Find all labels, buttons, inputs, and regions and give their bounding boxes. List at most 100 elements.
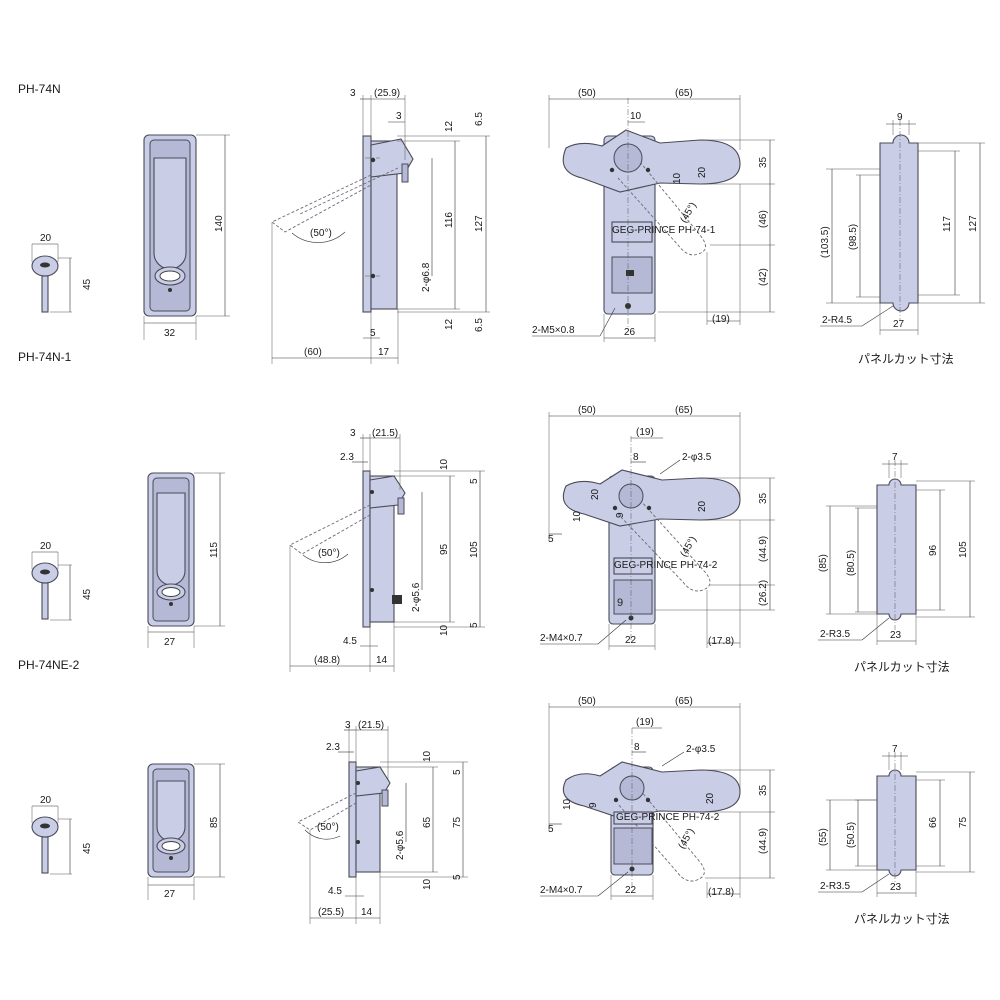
rear-d5: 5 [548, 534, 554, 545]
side-top-b: (21.5) [358, 720, 384, 731]
rear-angle: (45°) [679, 535, 699, 559]
rear-d19: (19) [712, 314, 730, 325]
key-height-dim: 45 [82, 842, 93, 854]
side-r5: 10 [439, 624, 450, 636]
side-r4: 127 [474, 215, 485, 232]
side-angle: (50°) [310, 228, 332, 239]
rear-top: 10 [630, 111, 642, 122]
front-view: 32 140 [143, 134, 230, 340]
front-width-dim: 32 [164, 328, 176, 339]
model-title-ph-74n: PH-74N [18, 82, 61, 96]
rear-top2: 8 [634, 742, 640, 753]
rear-hole: 2-φ3.5 [682, 452, 712, 463]
cut-radius: 2-R3.5 [820, 881, 850, 892]
panel-cut-caption-1: パネルカット寸法 [858, 352, 954, 366]
side-r1: 12 [444, 120, 455, 132]
rear-d10: 10 [672, 172, 683, 184]
section-ph-74ne-2: 20 45 27 85 (50° [31, 696, 975, 924]
cut-h4: 127 [968, 215, 979, 232]
rear-view: GEG-PRINCE PH-74-1 (50) (65) 10 35 20 10… [532, 88, 775, 342]
front-height-dim: 85 [209, 816, 220, 828]
rear-left: (50) [578, 88, 596, 99]
side-top-a: 3 [345, 720, 351, 731]
cut-h1: (85) [818, 554, 829, 572]
side-r2: 5 [469, 478, 480, 484]
side-b1: 4.5 [328, 886, 342, 897]
rear-top2: 8 [633, 452, 639, 463]
cut-width: 23 [890, 882, 902, 893]
key-width-dim: 20 [40, 541, 52, 552]
panel-cut-view: 7 (85) (80.5) 96 105 2-R3.5 23 [818, 452, 975, 645]
side-r6: 5 [452, 874, 463, 880]
cut-width: 23 [890, 630, 902, 641]
rear-d20: 20 [697, 166, 708, 178]
rear-angle: (45°) [679, 201, 699, 225]
section-ph-74n: 20 45 32 140 [31, 88, 985, 364]
rear-view: 9 GEG-PRINCE PH-74-2 (50) (65) (19) 8 2-… [540, 405, 775, 650]
model-title-ph-74ne-2: PH-74NE-2 [18, 658, 80, 672]
side-b1: 5 [370, 328, 376, 339]
rear-d9: 9 [588, 802, 599, 808]
cut-top: 9 [897, 112, 903, 123]
rear-plate: GEG-PRINCE PH-74-1 [612, 225, 716, 236]
side-r3: 116 [444, 212, 455, 228]
side-view: (50°) 3 (21.5) 2.3 10 5 65 75 10 5 2-φ5.… [297, 720, 468, 924]
rear-screw: 2-M5×0.8 [532, 325, 575, 336]
rear-plate: GEG-PRINCE PH-74-2 [614, 560, 718, 571]
side-r3: 95 [439, 543, 450, 555]
cut-h1: (55) [818, 828, 829, 846]
rear-left: (50) [578, 405, 596, 416]
front-width-dim: 27 [164, 889, 176, 900]
key-height-dim: 45 [82, 588, 93, 600]
side-b2: (48.8) [314, 655, 340, 666]
rear-d46: (46) [758, 210, 769, 228]
rear-d10: 10 [572, 510, 583, 522]
key-view: 20 45 [31, 795, 93, 875]
side-hole: 2-φ5.6 [411, 582, 422, 612]
side-top-b: (25.9) [374, 88, 400, 99]
cut-h3: 66 [928, 816, 939, 828]
rear-right: (65) [675, 88, 693, 99]
cut-h3: 117 [942, 216, 953, 232]
panel-cut-caption-3: パネルカット寸法 [854, 912, 950, 926]
key-width-dim: 20 [40, 233, 52, 244]
front-view: 27 115 [147, 472, 225, 648]
rear-left: (50) [578, 696, 596, 707]
rear-top: (19) [636, 427, 654, 438]
side-r4: 105 [469, 541, 480, 558]
side-b3: 14 [376, 655, 388, 666]
side-top-a: 3 [350, 428, 356, 439]
cut-top: 7 [892, 452, 898, 463]
section-ph-74n-1: 20 45 27 115 [31, 405, 975, 672]
cut-radius: 2-R3.5 [820, 629, 850, 640]
cut-h2: (80.5) [846, 550, 857, 576]
rear-d449: (44.9) [758, 828, 769, 854]
rear-hole: 2-φ3.5 [686, 744, 716, 755]
side-b3: 17 [378, 347, 390, 358]
rear-d35: 35 [758, 156, 769, 168]
key-width-dim: 20 [40, 795, 52, 806]
side-view: (50°) 3 (21.5) 2.3 10 5 95 105 10 5 2-φ5… [289, 428, 485, 672]
cut-h4: 75 [958, 816, 969, 828]
panel-cut-caption-2: パネルカット寸法 [854, 660, 950, 674]
side-r1: 10 [422, 750, 433, 762]
side-top-b: (21.5) [372, 428, 398, 439]
cut-h2: (50.5) [846, 822, 857, 848]
side-top-c: 2.3 [340, 452, 354, 463]
side-top-c: 2.3 [326, 742, 340, 753]
side-angle: (50°) [317, 822, 339, 833]
front-width-dim: 27 [164, 637, 176, 648]
rear-d9: 9 [615, 512, 626, 518]
side-r6: 6.5 [474, 318, 485, 332]
svg-text:9: 9 [617, 597, 623, 609]
side-b2: (25.5) [318, 907, 344, 918]
rear-screw: 2-M4×0.7 [540, 885, 583, 896]
key-height-dim: 45 [82, 278, 93, 290]
front-view: 27 85 [147, 763, 225, 900]
cut-radius: 2-R4.5 [822, 315, 852, 326]
side-r5: 10 [422, 878, 433, 890]
rear-d262: (26.2) [758, 580, 769, 606]
rear-d178: (17.8) [708, 887, 734, 898]
side-r1: 10 [439, 458, 450, 470]
